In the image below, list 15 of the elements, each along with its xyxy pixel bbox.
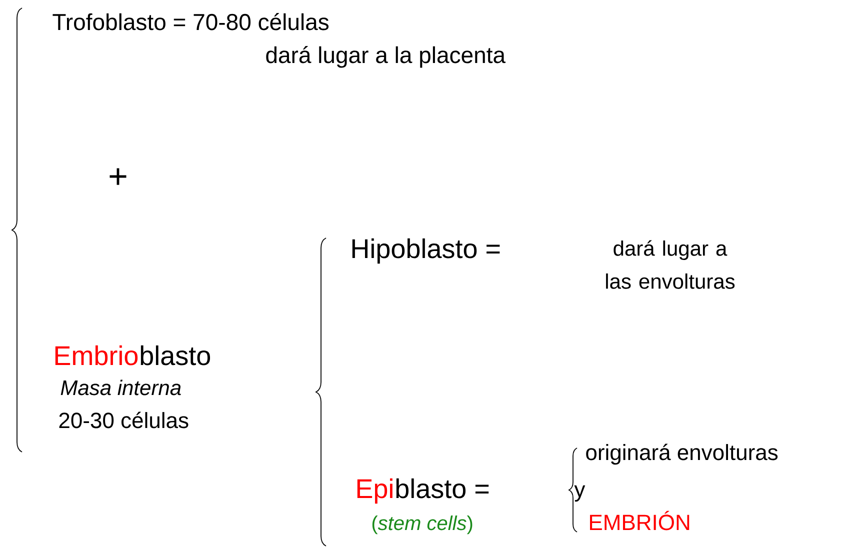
text: dará lugar a la placenta [266,46,506,68]
text: y [574,485,586,502]
text: originará envolturas [586,444,778,465]
text: blasto = [396,478,489,498]
plus-sign: + [110,168,126,185]
text: Masa interna [60,380,181,396]
text: Epi [357,478,392,504]
text: Hipoblasto = [352,238,500,264]
text: EMBRIÓN [590,510,690,530]
text: Embrio [55,345,138,366]
text: Trofoblasto = 70-80 células [52,13,329,30]
text: 20-30 células [59,412,188,428]
text: (stem cells) [372,516,472,534]
text: dará lugar a las envolturas [606,240,735,289]
text: blasto [140,345,210,366]
